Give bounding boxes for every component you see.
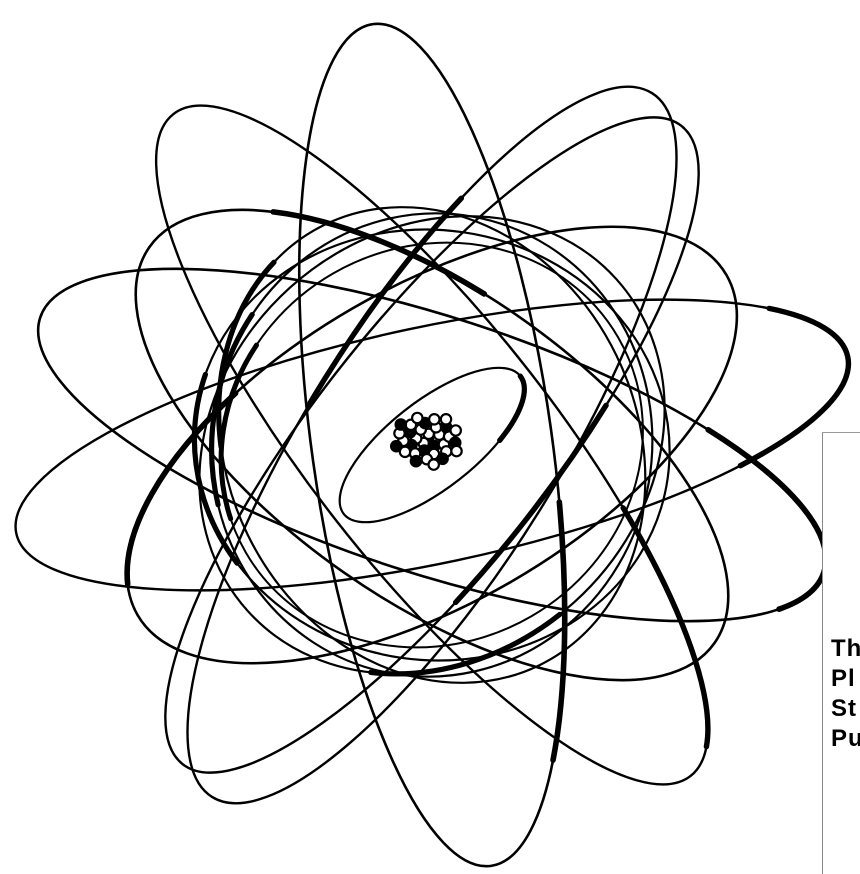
nucleus-particle xyxy=(429,414,439,424)
caption-line-4: Pu xyxy=(831,726,860,752)
nucleus-particle xyxy=(441,414,451,424)
caption-line-2: Pl xyxy=(831,666,856,692)
caption-line-3: St xyxy=(831,696,857,722)
nucleus-particle xyxy=(451,425,461,435)
caption-panel: Th Pl St Pu xyxy=(822,432,860,874)
nucleus-particle xyxy=(412,413,422,423)
nucleus xyxy=(391,413,462,470)
nucleus-particle xyxy=(391,441,401,451)
nucleus-particle xyxy=(411,456,421,466)
caption-line-1: Th xyxy=(831,636,860,662)
caption-panel-edge xyxy=(822,432,860,433)
nucleus-particle xyxy=(429,459,439,469)
nucleus-particle xyxy=(396,419,406,429)
nucleus-particle xyxy=(451,446,461,456)
